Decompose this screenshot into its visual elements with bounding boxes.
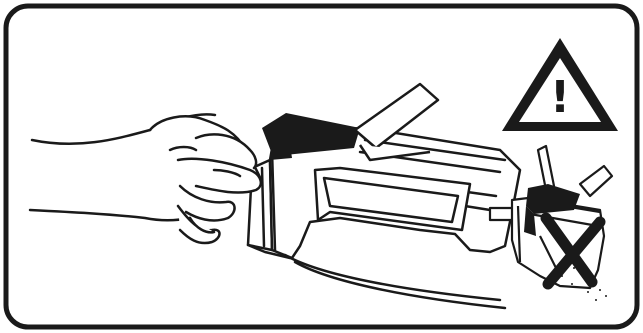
warning-exclamation-glyph: ! [550,72,570,123]
